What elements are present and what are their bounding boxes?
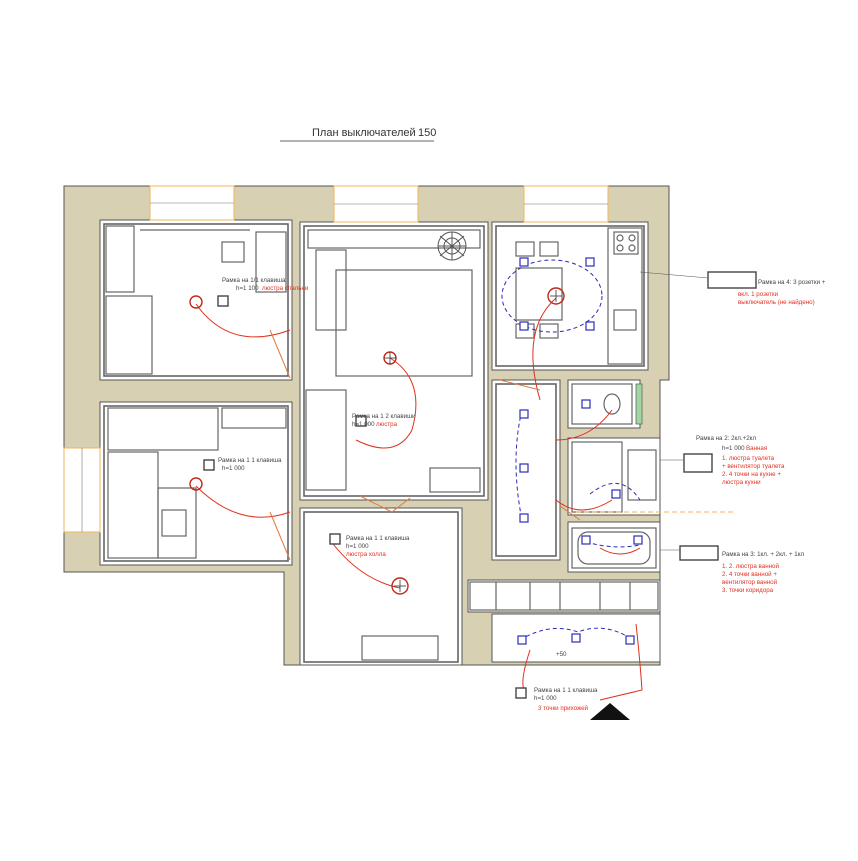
child-frame-label: Рамка на 1 1 клавиша bbox=[218, 457, 282, 464]
bedroom-red-label: люстра спальни bbox=[262, 285, 309, 292]
child-height-label: h=1 000 bbox=[222, 465, 245, 472]
hall-height-label: h=1 000 bbox=[346, 543, 369, 550]
bath-red-label-3: вентилятор ванной bbox=[722, 579, 778, 586]
toilet-note-label: Ванная bbox=[746, 445, 767, 452]
plant-icon bbox=[437, 231, 467, 261]
kitchen-red-label-1: вкл. 1 розетки bbox=[738, 291, 779, 298]
entry-red-label: 3 точки прихожей bbox=[538, 705, 589, 712]
room-outlines bbox=[103, 223, 645, 663]
toilet-frame-label: Рамка на 2: 2кл.+2кл bbox=[696, 435, 756, 442]
plan-title: План выключателей bbox=[312, 127, 416, 139]
hall-red-label: люстра холла bbox=[346, 551, 386, 558]
outer-walls bbox=[63, 185, 670, 666]
toilet-red-label-1: 1. люстра туалета bbox=[722, 455, 775, 462]
toilet-red-label-3: 2. 4 точки на кухне + bbox=[722, 471, 781, 478]
living-frame-label: Рамка на 1 2 клавиши bbox=[352, 413, 416, 420]
door-swings bbox=[269, 329, 581, 561]
entry-frame-label: Рамка на 1 1 клавиша bbox=[534, 687, 598, 694]
bedroom-frame-label: Рамка на 1/1 клавиша bbox=[222, 277, 286, 284]
toilet-height-label: h=1 000 bbox=[722, 445, 745, 452]
spotlight-icons bbox=[517, 257, 643, 645]
leader-kitchen bbox=[639, 271, 709, 279]
kitchen-furniture bbox=[515, 227, 643, 365]
hall-frame-label: Рамка на 1 1 клавиша bbox=[346, 535, 410, 542]
bedroom-height-label: h=1 100 bbox=[236, 285, 259, 292]
bath-frame-label: Рамка на 3: 1кл. + 2кл. + 1кл bbox=[722, 551, 804, 558]
child-room-furniture bbox=[107, 407, 287, 559]
entry-marker-icon bbox=[590, 703, 630, 720]
dimension-label: +50 bbox=[556, 651, 567, 658]
kitchen-red-label-2: выключатель (не найдено) bbox=[738, 299, 815, 306]
toilet-red-label-2: + вентилятор туалета bbox=[722, 463, 785, 470]
dashed-light-groups bbox=[501, 259, 641, 641]
green-panel bbox=[635, 383, 643, 425]
plan-scale: 150 bbox=[418, 127, 436, 139]
living-room-furniture bbox=[305, 229, 481, 493]
chandelier-icons bbox=[189, 287, 565, 595]
bath-red-label-1: 1. 2. люстра ванной bbox=[722, 563, 779, 570]
corridor-furniture bbox=[361, 581, 659, 661]
toilet-red-label-4: люстра кухни bbox=[722, 479, 761, 486]
bath-red-label-4: 3. точки коридора bbox=[722, 587, 774, 594]
living-red-label: люстра bbox=[376, 421, 398, 428]
bath-red-label-2: 2. 4 точки ванной + bbox=[722, 571, 777, 578]
entry-height-label: h=1 000 bbox=[534, 695, 557, 702]
switch-icons bbox=[203, 271, 757, 699]
kitchen-frame-label: Рамка на 4: 3 розетки + bbox=[758, 279, 826, 286]
bedroom-furniture bbox=[105, 225, 287, 375]
living-height-label: h=1 000 bbox=[352, 421, 375, 428]
